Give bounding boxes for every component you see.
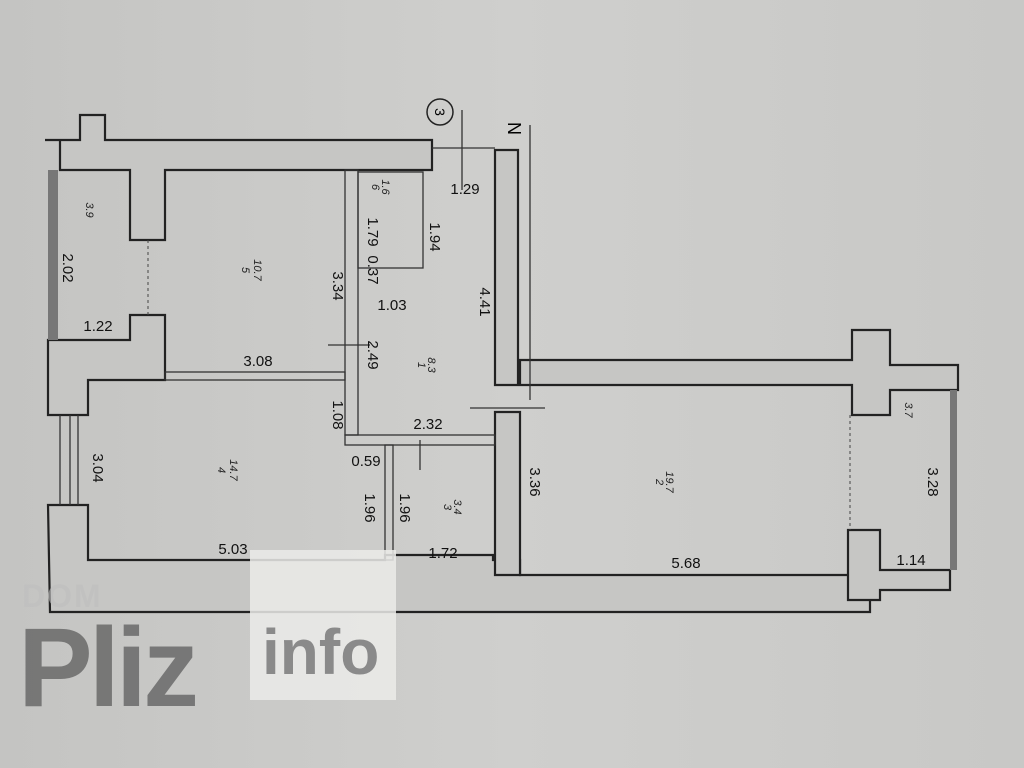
room-3-area: 3.4 [451,499,463,514]
dim-1-03: 1.03 [377,297,406,314]
room-4-area: 14.7 [227,459,239,481]
watermark-info: info [262,616,380,688]
dim-0-37: 0.37 [364,255,381,284]
dim-1-08: 1.08 [329,400,346,429]
room-1-area: 8.3 [425,357,437,373]
room-5-number: 5 [239,267,251,274]
north-mark: N [504,122,524,135]
room-6-number: 6 [369,184,381,191]
dim-2-32: 2.32 [413,416,442,433]
walls [45,113,960,614]
watermark-pliz: Pliz [18,605,199,730]
watermark-box [250,550,396,700]
dim-1-29: 1.29 [450,181,479,198]
watermark-dom: DOM [22,578,103,614]
dim-0-59: 0.59 [351,453,380,470]
room-5-area: 10.7 [251,259,263,281]
room-2-number: 2 [653,478,665,485]
window-left-balcony [48,170,58,340]
section-marker [426,98,454,126]
partition-room4-bath [384,444,394,561]
room-6-area: 1.6 [379,179,391,195]
window-room-4 [59,415,79,505]
balcony-right-area: 3.7 [902,402,914,418]
dim-5-03: 5.03 [218,541,247,558]
section-marker-label: 3 [432,108,448,116]
dim-1-14: 1.14 [896,552,925,569]
dim-3-34: 3.34 [329,271,346,300]
room-2-area: 19.7 [663,471,675,493]
dim-2-02: 2.02 [59,253,76,282]
dim-1-79: 1.79 [364,217,381,246]
dim-3-04: 3.04 [89,453,106,482]
room-4-number: 4 [215,467,227,473]
dim-1-72: 1.72 [428,545,457,562]
dim-3-36: 3.36 [526,467,543,496]
dim-1-22: 1.22 [83,318,112,335]
window-right-balcony [950,390,957,570]
partition-room5-corridor [344,169,359,436]
dim-1-94: 1.94 [426,222,443,251]
dim-3-28: 3.28 [924,467,941,496]
room-3-number: 3 [441,504,453,511]
dim-1-96-left: 1.96 [361,493,378,522]
partition-room5-room4 [164,371,346,381]
closet-room-6 [357,171,424,269]
room-1-number: 1 [415,362,427,368]
dim-3-08: 3.08 [243,353,272,370]
balcony-left-area: 3.9 [83,202,95,217]
dim-1-96-right: 1.96 [396,493,413,522]
dim-2-49: 2.49 [364,340,381,369]
dim-5-68: 5.68 [671,555,700,572]
dim-4-41: 4.41 [476,287,493,316]
